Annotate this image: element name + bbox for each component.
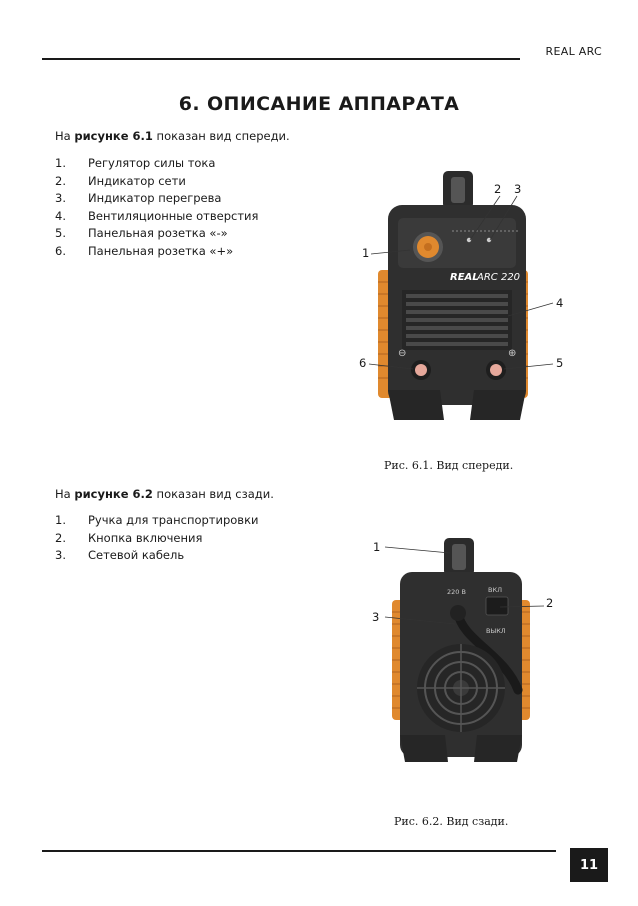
front-parts-list: 1. Регулятор силы тока 2. Индикатор сети 3… — [55, 155, 258, 260]
front-figure-caption: Рис. 6.1. Вид спереди. — [384, 459, 514, 472]
footer-rule — [42, 850, 556, 852]
list-item-text: Вентиляционные отверстия — [88, 208, 259, 223]
callout-5: 5 — [556, 356, 564, 370]
front-intro-suffix: показан вид спереди. — [152, 129, 290, 143]
list-item-number: 4. — [55, 208, 66, 223]
page-number: 11 — [570, 848, 608, 882]
callout-3: 3 — [514, 182, 522, 196]
rear-intro-figure-ref: рисунке 6.2 — [74, 487, 153, 501]
callout-1: 1 — [362, 246, 370, 260]
callout-6: 6 — [359, 356, 367, 370]
callout-4: 4 — [556, 296, 564, 310]
list-item-number: 5. — [55, 226, 66, 240]
rear-intro: На рисунке 6.2 показан вид сзади. — [55, 487, 274, 501]
front-intro-figure-ref: рисунке 6.1 — [74, 129, 153, 143]
list-item: 6. Панельная розетка «+» — [55, 243, 258, 261]
list-item-number: 3. — [55, 548, 66, 562]
header-brand: REAL ARC — [545, 45, 602, 58]
list-item: 5. Панельная розетка «-» — [55, 225, 258, 243]
minus-symbol: ⊖ — [398, 348, 407, 359]
rear-callout-3: 3 — [372, 610, 380, 624]
header-rule — [42, 58, 520, 60]
list-item: 4. Вентиляционные отверстия — [55, 208, 258, 226]
list-item-number: 1. — [55, 513, 66, 527]
list-item: 1. Ручка для транспортировки — [55, 512, 259, 530]
callout-2: 2 — [494, 182, 502, 196]
rear-intro-prefix: На — [55, 487, 75, 501]
list-item-number: 2. — [55, 530, 66, 545]
panel-model-text: ARC 220 — [477, 272, 521, 283]
list-item-text: Сетевой кабель — [88, 548, 185, 562]
list-item: 3. Индикатор перегрева — [55, 190, 258, 208]
front-intro-prefix: На — [55, 129, 75, 143]
rear-callout-1: 1 — [373, 540, 381, 554]
plus-symbol: ⊕ — [508, 348, 517, 359]
rear-figure-caption: Рис. 6.2. Вид сзади. — [394, 815, 509, 828]
rear-intro-suffix: показан вид сзади. — [152, 487, 274, 501]
list-item-text: Индикатор сети — [88, 173, 186, 188]
list-item-number: 6. — [55, 243, 66, 258]
list-item-text: Ручка для транспортировки — [88, 513, 259, 527]
list-item-text: Панельная розетка «+» — [88, 243, 234, 258]
panel-brand-text: REAL — [450, 272, 479, 283]
rear-parts-list: 1. Ручка для транспортировки 2. Кнопка вкл… — [55, 512, 259, 565]
list-item-number: 1. — [55, 156, 66, 170]
switch-on-label: ВКЛ — [488, 586, 502, 594]
list-item-text: Индикатор перегрева — [88, 191, 222, 205]
list-item-text: Панельная розетка «-» — [88, 226, 228, 240]
list-item-text: Кнопка включения — [88, 530, 203, 545]
list-item: 1. Регулятор силы тока — [55, 155, 258, 173]
list-item-text: Регулятор силы тока — [88, 156, 216, 170]
front-intro: На рисунке 6.1 показан вид спереди. — [55, 129, 290, 143]
list-item: 2. Кнопка включения — [55, 530, 259, 548]
list-item-number: 3. — [55, 191, 66, 205]
list-item: 3. Сетевой кабель — [55, 547, 259, 565]
list-item-number: 2. — [55, 173, 66, 188]
voltage-label: 220 В — [447, 588, 466, 596]
switch-off-label: ВЫКЛ — [486, 627, 506, 635]
section-title: 6. ОПИСАНИЕ АППАРАТА — [178, 93, 460, 115]
rear-callout-2: 2 — [546, 596, 554, 610]
list-item: 2. Индикатор сети — [55, 173, 258, 191]
